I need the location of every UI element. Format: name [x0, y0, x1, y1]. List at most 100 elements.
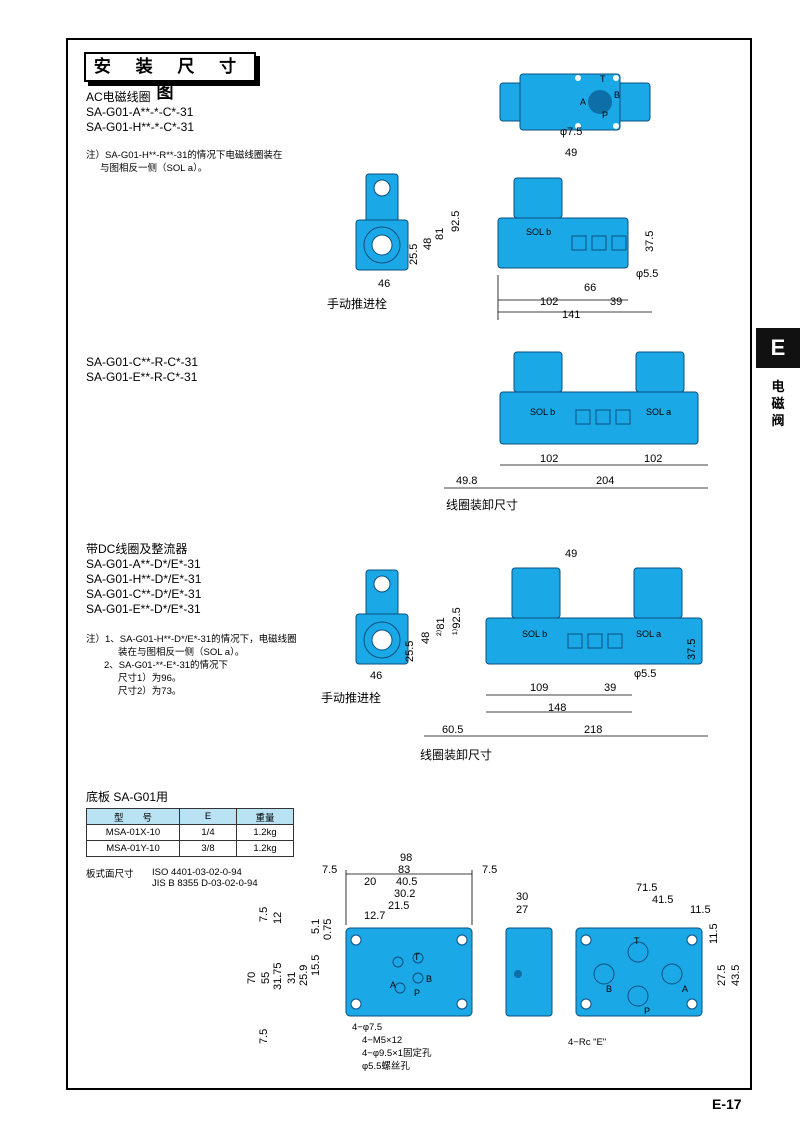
dim-102-right: 102: [644, 453, 663, 465]
table-cell: MSA-01Y-10: [86, 840, 180, 857]
section3-note-2: 装在与图相反一侧（SOL a）。: [118, 647, 245, 658]
table-row: MSA-01X-10 1/4 1.2kg: [86, 824, 294, 841]
dim4-7-5-left: 7.5: [322, 864, 338, 876]
section3-note-1: 注）1、SA-G01-H**-D*/E*-31的情况下，电磁线圈: [86, 634, 297, 645]
port-b-1: B: [614, 90, 621, 100]
section3-manual-pin: 手动推进栓: [321, 691, 382, 705]
label-screw-hole: φ5.5螺丝孔: [362, 1061, 410, 1072]
label-4-m5x12: 4−M5×12: [362, 1035, 403, 1046]
dim4-71-5: 71.5: [636, 882, 658, 894]
section-tab-label: 电磁阀: [771, 379, 785, 428]
dim4-30: 30: [516, 891, 529, 903]
section1-manual-pin: 手动推进栓: [327, 297, 388, 311]
dim4-41-5: 41.5: [652, 894, 674, 906]
subplate-table: 型 号 E 重量 MSA-01X-10 1/4 1.2kg MSA-01Y-10…: [86, 808, 294, 857]
dim4-7-5-bottom: 7.5: [258, 1028, 270, 1044]
port-p-4: P: [414, 988, 421, 998]
table-cell: MSA-01X-10: [86, 824, 180, 841]
section3-note-3: 2、SA-G01-**-E*-31的情况下: [104, 660, 229, 671]
dim3-phi5-5: φ5.5: [634, 668, 657, 680]
label-rc-e: 4−Rc "E": [568, 1037, 607, 1048]
valve-end-view-1: [355, 173, 409, 271]
valve-front-view-1: [497, 177, 652, 320]
dim-81: 81: [434, 227, 446, 240]
dim-204: 204: [596, 475, 615, 487]
std-value-2: JIS B 8355 D-03-02-0-94: [152, 878, 258, 889]
dim4-30-2: 30.2: [394, 888, 416, 900]
dim4-27: 27: [516, 904, 529, 916]
sol-b-label-3: SOL b: [522, 629, 548, 639]
section-tab-letter: E: [756, 328, 800, 368]
label-fixing-holes: 4−φ9.5×1固定孔: [362, 1048, 432, 1059]
dim-48: 48: [422, 237, 434, 250]
subplate-top-view: [345, 870, 473, 1017]
dim3-48: 48: [420, 631, 432, 644]
dim4-27-5: 27.5: [716, 964, 728, 986]
dim3-60-5: 60.5: [442, 724, 464, 736]
dim-phi5-5: φ5.5: [636, 268, 659, 280]
table-cell: 1/4: [179, 824, 237, 841]
dim4-11-5-v: 11.5: [708, 923, 720, 944]
table-cell: 3/8: [179, 840, 237, 857]
dim4-83: 83: [398, 864, 411, 876]
dim-37-5: 37.5: [644, 230, 656, 252]
dim-66: 66: [584, 282, 597, 294]
page-frame: [66, 38, 752, 1090]
label-4-phi7-5: 4−φ7.5: [352, 1022, 383, 1033]
section1-note-1: 注）SA-G01-H**-R**-31的情况下电磁线圈装在: [86, 150, 283, 161]
dim4-31-75: 31.75: [272, 962, 284, 990]
dim3-92-5: ¹⁾92.5: [451, 607, 463, 635]
dim4-0-75: 0.75: [322, 918, 334, 940]
port-t-bottom: T: [634, 936, 640, 946]
port-a-bottom: A: [682, 984, 689, 994]
dim4-15-5: 15.5: [310, 954, 322, 976]
port-b-4: B: [426, 974, 433, 984]
dim4-70: 70: [246, 971, 258, 984]
page-title: 安 装 尺 寸 图: [84, 52, 256, 102]
dim-92-5: 92.5: [450, 210, 462, 232]
section3-note-5: 尺寸2）为73。: [118, 686, 182, 697]
dim4-31: 31: [286, 971, 298, 984]
port-b-bottom: B: [606, 984, 613, 994]
port-p-bottom: P: [644, 1006, 651, 1016]
section2-coil-removal: 线圈装卸尺寸: [446, 498, 519, 512]
dim3-46: 46: [370, 670, 383, 682]
section3-model-4: SA-G01-E**-D*/E*-31: [86, 602, 201, 616]
dim3-218: 218: [584, 724, 603, 736]
dim4-7-5-right: 7.5: [482, 864, 498, 876]
dim3-25-5: 25.5: [404, 640, 416, 662]
section3-model-1: SA-G01-A**-D*/E*-31: [86, 557, 201, 571]
section2-model-2: SA-G01-E**-R-C*-31: [86, 370, 198, 384]
section3-model-2: SA-G01-H**-D*/E*-31: [86, 572, 202, 586]
table-header-weight: 重量: [236, 808, 294, 825]
dim4-25-9: 25.9: [298, 964, 310, 986]
sol-b-label-2: SOL b: [530, 407, 556, 417]
port-p-1: P: [602, 110, 609, 120]
valve-front-view-3: [424, 567, 708, 737]
section3-coil-removal: 线圈装卸尺寸: [420, 748, 493, 762]
dim4-7-5-top: 7.5: [258, 906, 270, 922]
valve-end-view-3: [355, 569, 409, 665]
section1-model-1: SA-G01-A**-*-C*-31: [86, 105, 194, 119]
valve-top-view-1: [499, 73, 651, 131]
dim-49-8: 49.8: [456, 475, 478, 487]
dim3-81: ²⁾81: [435, 617, 447, 636]
dim-phi7-5: φ7.5: [560, 126, 583, 138]
section4-heading: 底板 SA-G01用: [86, 790, 169, 804]
sol-a-label-2: SOL a: [646, 407, 672, 417]
dim-25-5: 25.5: [408, 243, 420, 265]
section1-note-2: 与图相反一侧（SOL a）。: [100, 163, 208, 174]
dim4-11-5-h: 11.5: [690, 904, 711, 916]
section1-model-2: SA-G01-H**-*-C*-31: [86, 120, 195, 134]
port-a-4: A: [390, 980, 397, 990]
dim4-12-7: 12.7: [364, 910, 386, 922]
dim3-148: 148: [548, 702, 567, 714]
dim-39: 39: [610, 296, 623, 308]
std-value-1: ISO 4401-03-02-0-94: [152, 867, 242, 878]
section3-heading: 带DC线圈及整流器: [86, 542, 188, 556]
dim4-98: 98: [400, 852, 413, 864]
dim-102-left: 102: [540, 453, 559, 465]
dim3-49: 49: [565, 548, 578, 560]
port-t-1: T: [600, 74, 606, 84]
